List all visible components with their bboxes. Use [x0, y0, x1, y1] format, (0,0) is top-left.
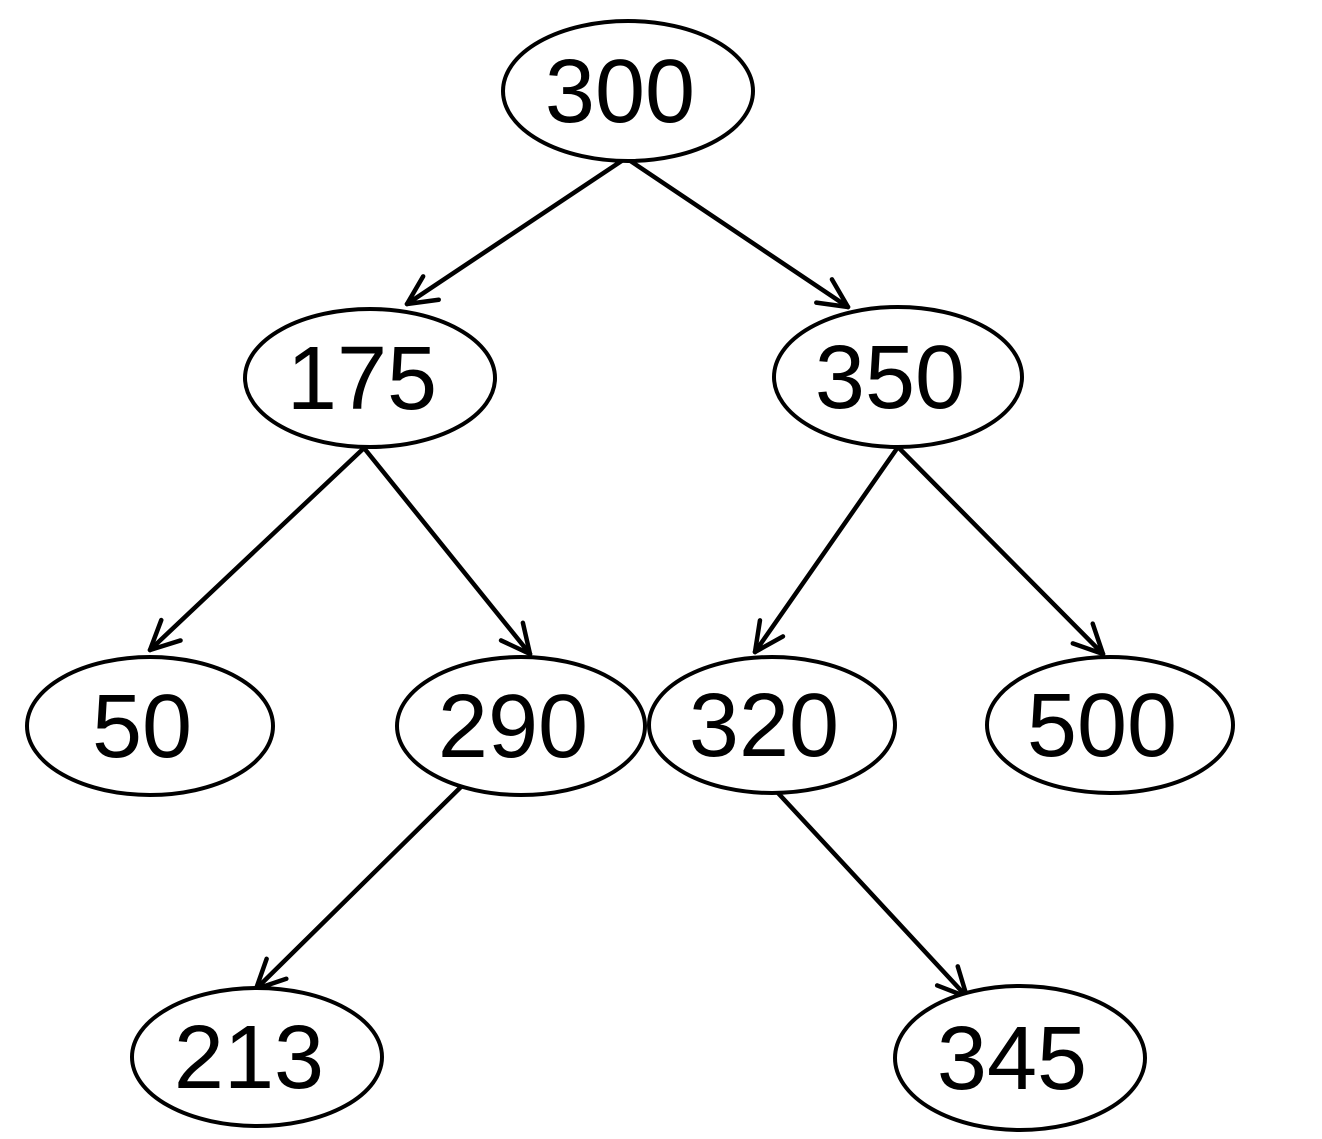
tree-node-350: 350 — [772, 305, 1024, 449]
tree-node-320: 320 — [647, 655, 897, 795]
tree-node-175: 175 — [243, 307, 497, 449]
edge-300-to-175 — [404, 155, 629, 307]
node-ellipse-290 — [395, 655, 647, 797]
node-ellipse-213 — [130, 986, 384, 1128]
node-label-345: 345 — [937, 1009, 1087, 1109]
node-label-500: 500 — [1027, 676, 1177, 776]
node-label-350: 350 — [815, 328, 965, 428]
tree-node-345: 345 — [893, 984, 1147, 1132]
node-ellipse-345 — [893, 984, 1147, 1132]
node-ellipse-50 — [25, 655, 275, 797]
node-label-320: 320 — [689, 676, 839, 776]
tree-node-290: 290 — [395, 655, 647, 797]
node-label-300: 300 — [545, 42, 695, 142]
tree-node-300: 300 — [501, 19, 755, 163]
node-ellipse-320 — [647, 655, 897, 795]
tree-node-50: 50 — [25, 655, 275, 797]
edge-290-to-213 — [253, 774, 474, 992]
node-label-175: 175 — [287, 329, 437, 429]
node-ellipse-500 — [985, 655, 1235, 795]
edge-320-to-345 — [775, 790, 970, 1000]
edge-350-to-320 — [752, 444, 901, 655]
node-label-50: 50 — [92, 677, 192, 777]
node-label-213: 213 — [174, 1008, 324, 1108]
node-ellipse-350 — [772, 305, 1024, 449]
edge-175-to-290 — [361, 445, 533, 657]
edge-350-to-500 — [895, 444, 1106, 657]
node-ellipse-300 — [501, 19, 755, 163]
node-label-290: 290 — [438, 677, 588, 777]
tree-node-213: 213 — [130, 986, 384, 1128]
edge-175-to-50 — [147, 445, 367, 653]
tree-node-500: 500 — [985, 655, 1235, 795]
node-ellipse-175 — [243, 307, 497, 449]
edge-300-to-350 — [623, 155, 851, 310]
